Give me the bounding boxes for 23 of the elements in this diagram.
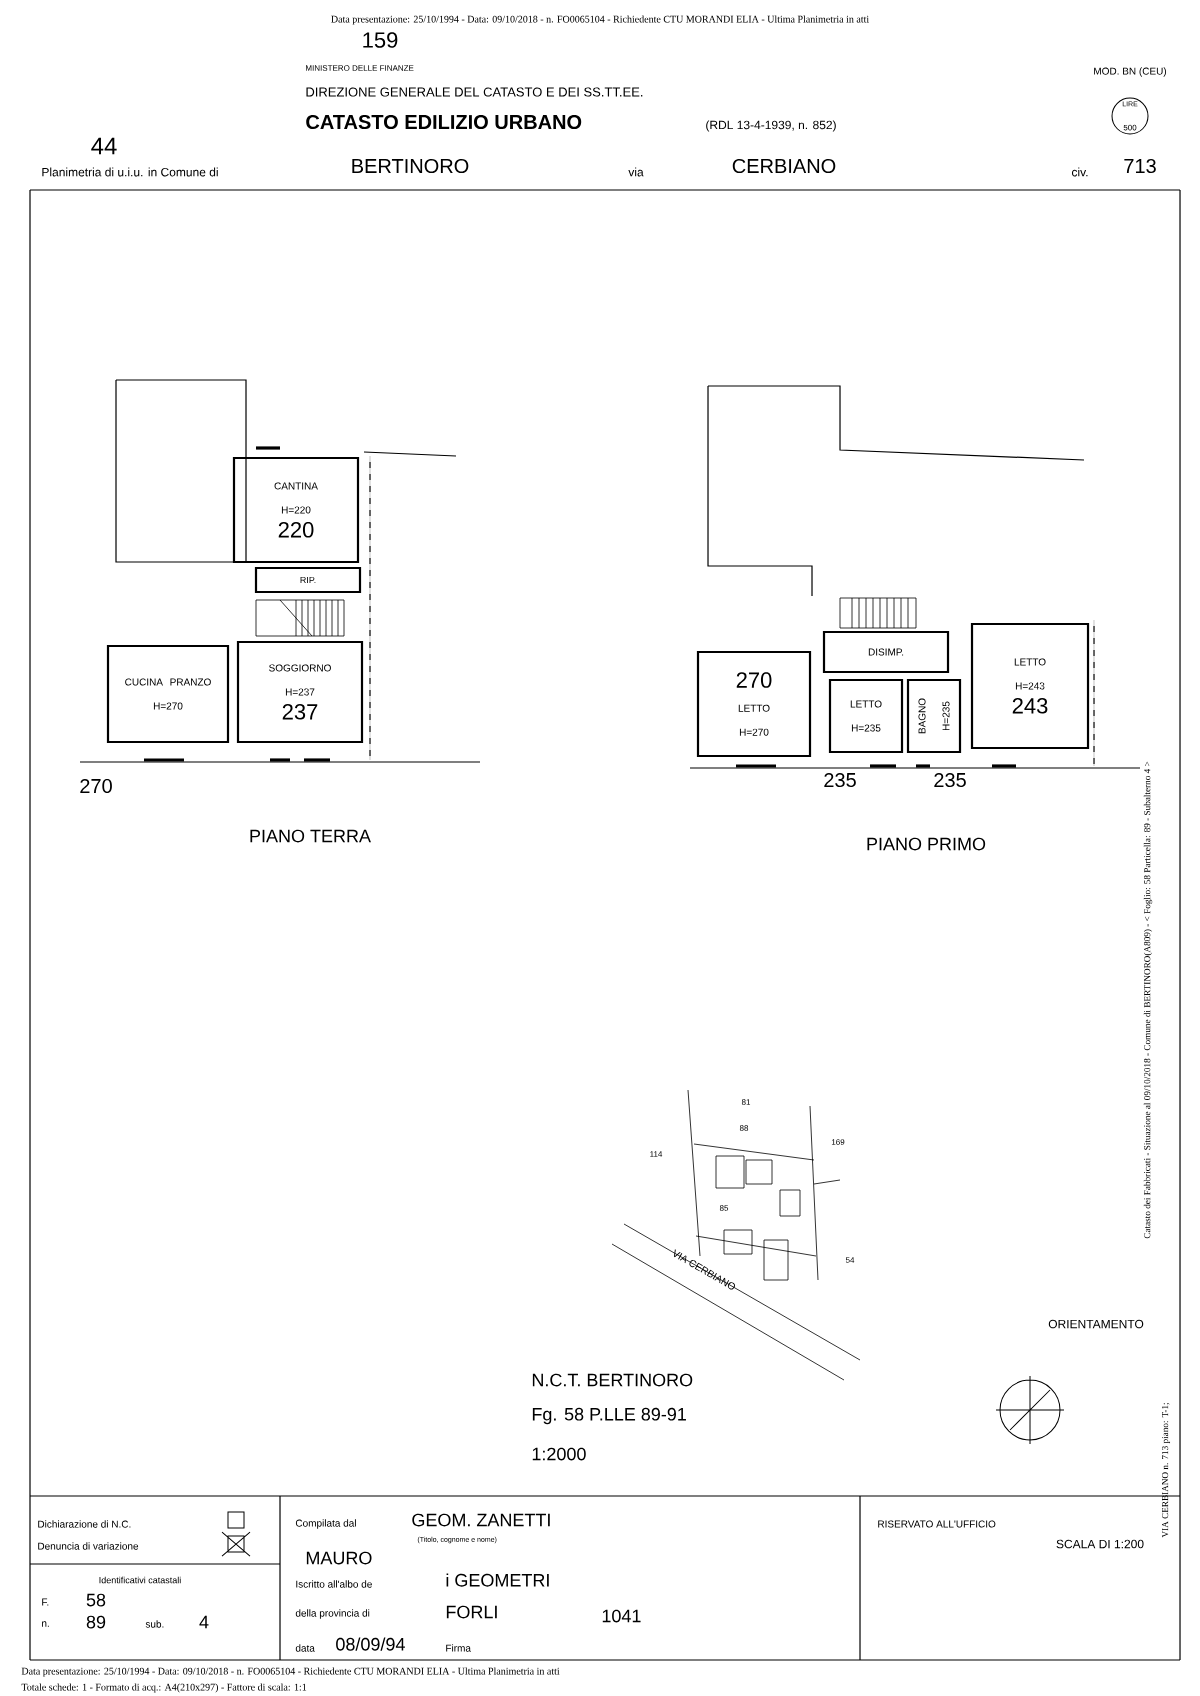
handwritten-entry: 08/09/94 [336,1637,405,1651]
height-number: 270 [80,778,112,794]
form-title: CATASTO EDILIZIO URBANO [306,114,582,130]
floor-title: PIANO PRIMO [867,837,986,851]
map-note: 1:2000 [532,1447,586,1461]
handwritten-number: 159 [363,32,398,48]
height-number: 235 [934,772,966,788]
handwritten-entry: FORLI [446,1605,497,1619]
handwritten-number: 44 [91,137,117,155]
floor-title: PIANO TERRA [250,829,371,843]
map-note: Fg. 58 P.LLE 89-91 [532,1407,686,1425]
map-note: N.C.T. BERTINORO [532,1373,693,1387]
handwritten-entry: GEOM. ZANETTI [412,1513,550,1527]
height-number: 235 [824,772,856,788]
handwritten-entry: BERTINORO [352,158,469,174]
handwritten-entry: 89 [86,1615,106,1629]
handwritten-entry: CERBIANO [732,158,836,174]
handwritten-entry: 4 [199,1615,209,1629]
handwritten-entry: i GEOMETRI [446,1573,549,1587]
handwritten-entry: 713 [1124,158,1156,174]
handwritten-entry: 1041 [602,1609,641,1623]
handwritten-entry: MAURO [306,1551,372,1565]
handwritten-entry: 58 [86,1593,106,1607]
